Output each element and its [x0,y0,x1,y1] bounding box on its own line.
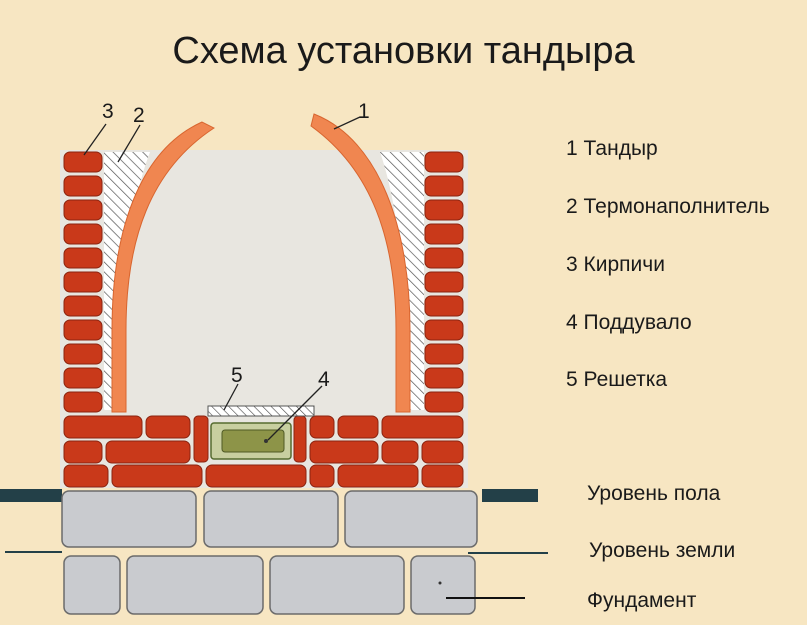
brick [63,175,103,197]
legend-item-grate: 5 Решетка [566,368,667,392]
stone [269,555,405,615]
left-brick-column [63,151,103,413]
callout-1: 1 [358,100,370,123]
brick [63,343,103,365]
brick [193,415,209,463]
legend-text: Тандыр [583,137,658,160]
brick [424,175,464,197]
legend-number: 1 [566,137,578,160]
legend-text: Термонаполнитель [583,195,770,218]
thermal-filler-right [380,152,424,410]
leader-line-4 [267,385,323,441]
foundation-dot [438,581,442,585]
floor-level-bar-left [0,489,62,502]
brick [424,271,464,293]
brick [424,247,464,269]
brick [63,247,103,269]
callout-2: 2 [133,104,145,127]
brick [424,199,464,221]
brick [421,464,464,488]
brick [424,151,464,173]
brick [309,415,335,439]
legend-number: 5 [566,368,578,391]
brick [111,464,203,488]
stone [63,555,121,615]
leader-line-5 [223,383,239,411]
brick [424,343,464,365]
right-brick-column [424,151,464,413]
brick [205,464,307,488]
legend-text: Решетка [583,368,668,391]
leader-line-3 [83,123,107,156]
legend-number: 3 [566,253,578,276]
legend-item-ash-pit: 4 Поддувало [566,311,692,335]
brick [424,223,464,245]
callout-5: 5 [231,364,243,387]
brick [424,367,464,389]
callout-3: 3 [102,100,114,123]
diagram-title: Схема установки тандыра [172,30,635,72]
grate [207,405,315,417]
brick [424,391,464,413]
brick [63,295,103,317]
legend-number: 2 [566,195,578,218]
base-brick-rows [63,415,464,488]
stone [203,490,339,548]
brick [145,415,191,439]
ash-pit [210,422,292,460]
brick [424,319,464,341]
stone [126,555,264,615]
legend-text: Поддувало [583,311,692,334]
legend-item-tandoor: 1 Тандыр [566,137,658,161]
brick [421,440,464,464]
brick [63,271,103,293]
brick [381,415,464,439]
brick [63,391,103,413]
legend-text: Кирпичи [583,253,665,276]
brick [424,295,464,317]
brick [309,464,335,488]
brick [381,440,419,464]
tandoor-right-wall [310,113,411,413]
brick [293,415,307,463]
legend-number: 4 [566,311,578,334]
leader-line-1 [333,116,361,130]
stone [344,490,478,548]
brick [63,440,103,464]
floor-level-label: Уровень пола [587,482,721,505]
stone [61,490,197,548]
brick [63,151,103,173]
brick [63,199,103,221]
stone [410,555,476,615]
brick [309,440,379,464]
callout-4: 4 [318,368,330,391]
brick [337,464,419,488]
floor-level-bar-right [482,489,538,502]
brick [63,415,143,439]
brick [63,319,103,341]
tandoor-left-wall [111,121,216,413]
legend-item-bricks: 3 Кирпичи [566,253,665,277]
brick [63,223,103,245]
brick [63,367,103,389]
foundation-stones [61,490,478,615]
leader-line-2 [117,124,141,163]
brick [337,415,379,439]
ground-level-label: Уровень земли [589,539,736,562]
brick [63,464,109,488]
legend-item-thermal-filler: 2 Термонаполнитель [566,195,770,219]
brick [105,440,191,464]
foundation-label: Фундамент [587,589,697,612]
